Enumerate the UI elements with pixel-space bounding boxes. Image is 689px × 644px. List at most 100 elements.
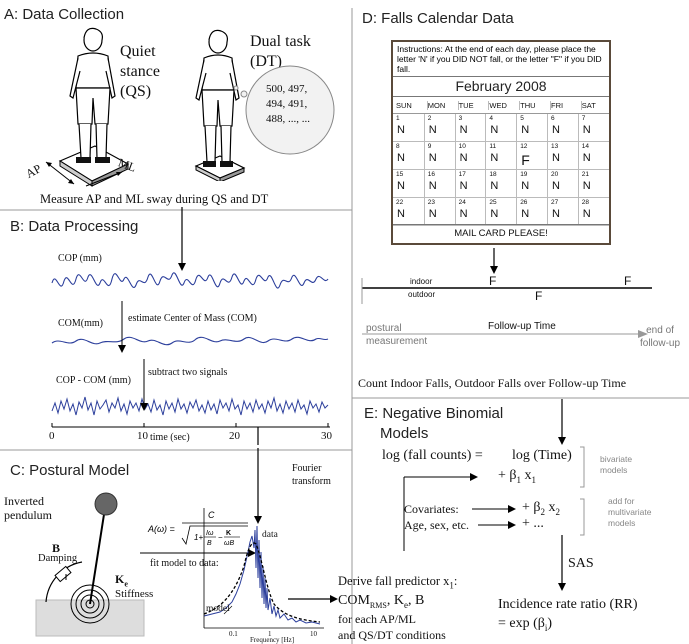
b-label: B [52, 541, 61, 555]
number-bubble [233, 65, 335, 155]
svg-text:K: K [226, 530, 231, 537]
calendar-fall-mark: N [428, 180, 437, 192]
indoor-label: indoor [410, 277, 433, 286]
indoor-fall-mark-1: F [489, 274, 497, 288]
section-a-title: A: Data Collection [4, 6, 125, 23]
predictor-arrow [288, 595, 338, 603]
end-follow-up-label: end of follow-up [640, 325, 681, 349]
svg-text:−: − [218, 533, 223, 542]
calendar-fall-mark: N [521, 208, 530, 220]
calendar-date: 8 [396, 143, 400, 150]
fit-arrow [140, 549, 256, 557]
outdoor-fall-mark: F [535, 289, 543, 303]
freq-tick-1: 1 [268, 630, 272, 638]
svg-text:C: C [208, 510, 215, 520]
estimate-com-label: estimate Center of Mass (COM) [128, 313, 257, 324]
calendar-fall-mark: N [582, 208, 591, 220]
postural-measurement-label: postural measurement [366, 323, 428, 347]
calendar-date: 27 [551, 199, 559, 206]
calendar-fall-mark: N [397, 124, 405, 136]
calendar-fall-mark: N [397, 180, 405, 192]
inverted-pendulum-label: Inverted pendulum [4, 494, 52, 522]
falls-calendar: Instructions: At the end of each day, pl… [391, 40, 611, 245]
age-sex-label: Age, sex, etc. [404, 518, 469, 532]
calendar-date: 28 [581, 199, 590, 206]
calendar-date: 23 [427, 199, 436, 206]
calendar-date: 16 [427, 171, 436, 178]
svg-text:A(ω) =: A(ω) = [147, 524, 175, 534]
calendar-day-header: WED [488, 101, 507, 110]
covariates-label: Covariates: [404, 502, 459, 516]
more-terms: + ... [522, 516, 544, 531]
section-c-title: C: Postural Model [10, 462, 130, 479]
calendar-date: 26 [520, 199, 528, 206]
svg-text:Iω: Iω [206, 530, 214, 537]
calendar-fall-mark: N [459, 180, 468, 192]
calendar-fall-mark: N [490, 180, 499, 192]
calendar-fall-mark: N [552, 180, 560, 192]
calendar-date: 6 [551, 115, 555, 122]
calendar-fall-mark: F [521, 152, 530, 168]
calendar-date: 25 [489, 199, 497, 206]
conditions-label: and QS/DT conditions [338, 628, 446, 642]
bivariate-models-label: bivariate models [600, 454, 633, 475]
follow-up-time-label: Follow-up Time [488, 321, 556, 332]
data-label: data [262, 530, 278, 540]
multivariate-models-label: add for multivariate models [608, 496, 652, 528]
fourier-label: Fourier transform [292, 463, 331, 487]
svg-text:1+: 1+ [194, 533, 203, 542]
calendar-fall-mark: N [397, 152, 405, 164]
model-formula: A(ω) = C 1+ Iω B − K ωB [147, 510, 248, 547]
calendar-fall-mark: N [459, 124, 468, 136]
for-each-label: for each AP/ML [338, 612, 416, 626]
calendar-fall-mark: N [490, 124, 499, 136]
figure-quiet-stance [45, 27, 130, 187]
beta2-term: + β2 x2 [522, 500, 561, 517]
calendar-fall-mark: N [397, 208, 405, 220]
tick-0: 0 [49, 430, 55, 442]
calendar-fall-mark: N [490, 152, 499, 164]
section-d-caption: Count Indoor Falls, Outdoor Falls over F… [358, 376, 627, 390]
calendar-fall-mark: N [428, 208, 437, 220]
calendar-fall-mark: N [459, 208, 468, 220]
freq-axis-label: Frequency [Hz] [250, 636, 295, 644]
outdoor-label: outdoor [408, 290, 436, 299]
calendar-day-header: THU [519, 101, 536, 110]
calendar-date: 22 [396, 199, 404, 206]
exp-beta: = exp (βi) [498, 616, 553, 633]
calendar-fall-mark: N [552, 208, 560, 220]
damping-label: Damping [38, 553, 78, 564]
section-d-title: D: Falls Calendar Data [362, 10, 514, 27]
figure-dual-task [194, 29, 246, 181]
model-label: model [206, 604, 230, 614]
indoor-fall-mark-2: F [624, 274, 632, 288]
calendar-date: 18 [489, 171, 497, 178]
stiffness-label: Stiffness [115, 588, 154, 600]
spectrum-plot [203, 448, 324, 629]
fit-model-label: fit model to data: [150, 558, 219, 569]
tick-20: 20 [229, 430, 240, 442]
calendar-date: 24 [458, 199, 466, 206]
beta1-term: + β1 x1 [498, 468, 537, 485]
calendar-date: 17 [458, 171, 466, 178]
calendar-fall-mark: N [490, 208, 499, 220]
time-axis-label: time (sec) [150, 432, 190, 443]
calendar-month: February 2008 [393, 77, 609, 97]
calendar-fall-mark: N [521, 180, 530, 192]
calendar-date: 19 [520, 171, 528, 178]
